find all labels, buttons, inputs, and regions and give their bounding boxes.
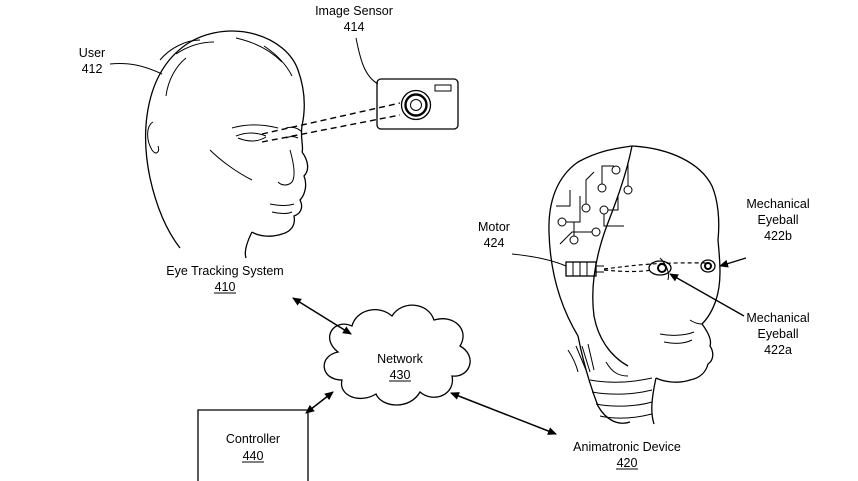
human-head-icon [145,30,309,259]
label-user: User 412 [79,46,105,76]
svg-text:Eyeball: Eyeball [758,213,799,227]
arrow-controller-network [305,391,334,414]
svg-text:User: User [79,46,105,60]
label-mechanical-eyeball-a: Mechanical Eyeball 422a [746,311,809,357]
svg-text:440: 440 [243,449,264,463]
controller-box [197,409,309,481]
arrow-eye-tracking-network [292,297,352,335]
animatronic-head-icon [548,145,721,425]
circuit-traces [556,162,633,245]
label-mechanical-eyeball-b: Mechanical Eyeball 422b [746,197,809,243]
svg-text:Motor: Motor [478,220,510,234]
svg-text:420: 420 [617,456,638,470]
motor-leader-line [511,253,567,267]
svg-text:Mechanical: Mechanical [746,197,809,211]
svg-text:424: 424 [484,236,505,250]
sight-lines [261,102,401,143]
eyeball-b-arrow [719,257,747,268]
camera-icon [376,78,459,130]
svg-text:Eye Tracking System: Eye Tracking System [166,264,283,278]
svg-text:Eyeball: Eyeball [758,327,799,341]
svg-text:410: 410 [215,280,236,294]
image-sensor-leader-line [355,37,379,85]
label-motor: Motor 424 [478,220,510,250]
eyeball-linkage-lower [603,269,653,273]
svg-text:Controller: Controller [226,432,280,446]
svg-text:Image Sensor: Image Sensor [315,4,393,18]
svg-text:414: 414 [344,20,365,34]
svg-text:Animatronic Device: Animatronic Device [573,440,681,454]
arrow-network-animatronic [450,392,557,435]
mechanical-eyeball-icon [648,259,716,276]
label-eye-tracking-system: Eye Tracking System 410 [166,264,283,294]
svg-text:422b: 422b [764,229,792,243]
svg-text:Mechanical: Mechanical [746,311,809,325]
svg-text:412: 412 [82,62,103,76]
eyeball-a-arrow [669,273,745,317]
svg-text:422a: 422a [764,343,792,357]
motor-icon [565,261,604,277]
user-leader-line [109,63,163,75]
svg-text:Network: Network [377,352,424,366]
label-animatronic-device: Animatronic Device 420 [573,440,681,470]
label-controller: Controller 440 [226,432,280,463]
label-network: Network 430 [377,352,424,382]
label-image-sensor: Image Sensor 414 [315,4,393,34]
svg-text:430: 430 [390,368,411,382]
cloud-icon [323,304,471,406]
eyeball-linkage [603,262,709,270]
